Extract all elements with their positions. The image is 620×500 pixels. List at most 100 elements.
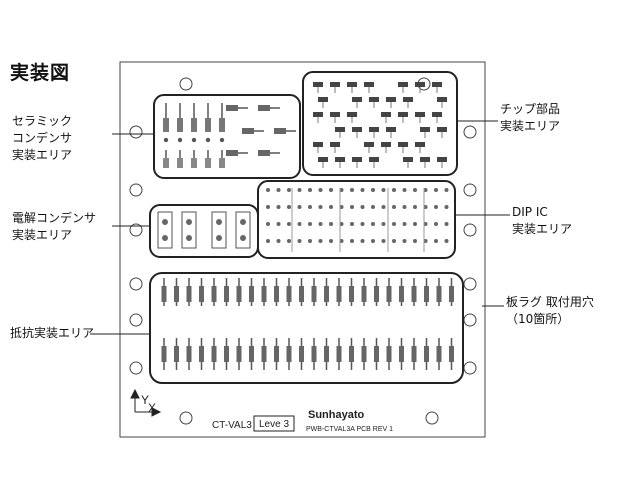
electrolytic-pad (186, 235, 192, 241)
dip-pad (318, 205, 323, 209)
capacitor-body (226, 150, 238, 156)
capacitor-body (258, 150, 270, 156)
resistor-body (424, 346, 429, 362)
resistor-body (224, 286, 229, 302)
chip-component (352, 127, 362, 132)
chip-component (398, 112, 408, 117)
dip-pad (276, 222, 281, 226)
dip-pad (402, 239, 407, 243)
dip-pad (444, 188, 449, 192)
chip-component (420, 127, 430, 132)
ceramic-capacitor-area-outline (153, 94, 301, 179)
capacitor-body (219, 118, 225, 132)
resistor-body (286, 286, 292, 302)
chip-component (369, 127, 379, 132)
resistor-body (349, 286, 354, 302)
resistor-body (311, 346, 317, 362)
electrolytic-outline (211, 211, 227, 249)
chip-component (313, 142, 323, 147)
dip-pad (371, 188, 375, 192)
resistor-body (324, 286, 329, 302)
dip-pad (371, 222, 375, 226)
resistor-area-outline (149, 272, 464, 384)
chip-component (403, 157, 413, 162)
chip-component (432, 112, 442, 117)
resistor-body (174, 346, 179, 362)
electrolytic-pad (240, 219, 246, 225)
mounting-hole (129, 183, 143, 197)
chip-component (398, 82, 408, 87)
dip-pad (392, 222, 396, 226)
resistor-body (436, 346, 442, 362)
resistor-body (261, 286, 267, 302)
dip-pad (318, 222, 323, 226)
capacitor-body (191, 158, 197, 168)
dip-pad (297, 205, 302, 209)
dip-pad (266, 239, 270, 243)
dip-pad (444, 205, 449, 209)
resistor-body (299, 346, 304, 362)
chip-component (347, 112, 357, 117)
capacitor-body (258, 105, 270, 111)
mounting-hole (463, 277, 477, 291)
resistor-body (161, 286, 167, 302)
dip-pad (434, 205, 438, 209)
capacitor-body (177, 118, 183, 132)
resistor-body (224, 346, 229, 362)
dip-pad (287, 239, 291, 243)
resistor-body (236, 286, 242, 302)
resistor-body (186, 286, 192, 302)
dip-ic-sockets (266, 188, 449, 252)
resistor-body (274, 286, 279, 302)
level-box (253, 415, 295, 432)
chip-component (381, 112, 391, 117)
dip-pad (371, 239, 375, 243)
chip-component (415, 142, 425, 147)
dip-pad (266, 205, 270, 209)
chip-component (369, 157, 379, 162)
dip-pad (308, 188, 312, 192)
chip-component (398, 142, 408, 147)
capacitor-body (191, 118, 197, 132)
resistor-body (386, 346, 392, 362)
dip-pad (413, 188, 417, 192)
electrolytic-outline (181, 211, 197, 249)
dip-pad (329, 239, 333, 243)
dip-pad (360, 222, 365, 226)
dip-pad (297, 222, 302, 226)
dip-pad (360, 188, 365, 192)
dip-pad (381, 222, 386, 226)
mounting-hole (463, 361, 477, 375)
resistor-body (324, 346, 329, 362)
dip-pad (276, 239, 281, 243)
chip-component (352, 97, 362, 102)
component-layer (157, 82, 454, 370)
resistor-body (199, 286, 204, 302)
resistor-body (299, 286, 304, 302)
resistor-body (261, 346, 267, 362)
dip-pad (329, 188, 333, 192)
resistor-body (336, 346, 342, 362)
dip-pad (444, 239, 449, 243)
dip-pad (434, 222, 438, 226)
chip-component (330, 142, 340, 147)
chip-component (318, 157, 328, 162)
dip-pad (371, 205, 375, 209)
diagram-title: 実装図 (10, 62, 71, 84)
resistor-body (449, 286, 454, 302)
resistor-body (336, 286, 342, 302)
resistor-body (436, 286, 442, 302)
dip-pad (266, 188, 270, 192)
dip-pad (318, 239, 323, 243)
dip-pad (413, 205, 417, 209)
resistor-body (424, 286, 429, 302)
capacitor-pad (177, 137, 183, 143)
chip-component (437, 127, 447, 132)
electrolytic-pad (240, 235, 246, 241)
axis-y-label: Y (141, 393, 149, 407)
mounting-hole (179, 77, 193, 91)
resistor-body (374, 346, 379, 362)
resistor-body (174, 286, 179, 302)
resistor-body (249, 286, 254, 302)
